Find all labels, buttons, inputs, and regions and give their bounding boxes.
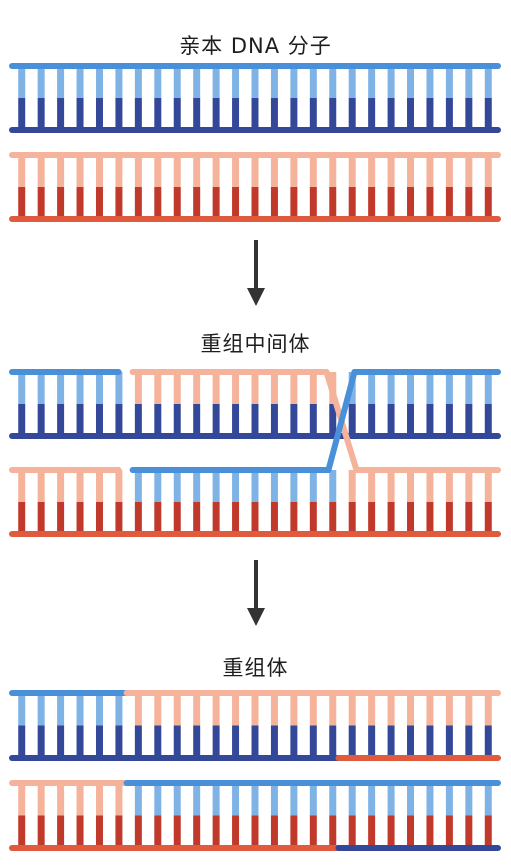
crossover-blue-strand [325, 369, 358, 473]
label-recombinant: 重组体 [222, 656, 289, 680]
label-parent-dna: 亲本 DNA 分子 [179, 34, 332, 58]
arrow-1-head [247, 288, 265, 306]
label-intermediate: 重组中间体 [200, 332, 311, 356]
arrow-2-head [247, 608, 265, 626]
